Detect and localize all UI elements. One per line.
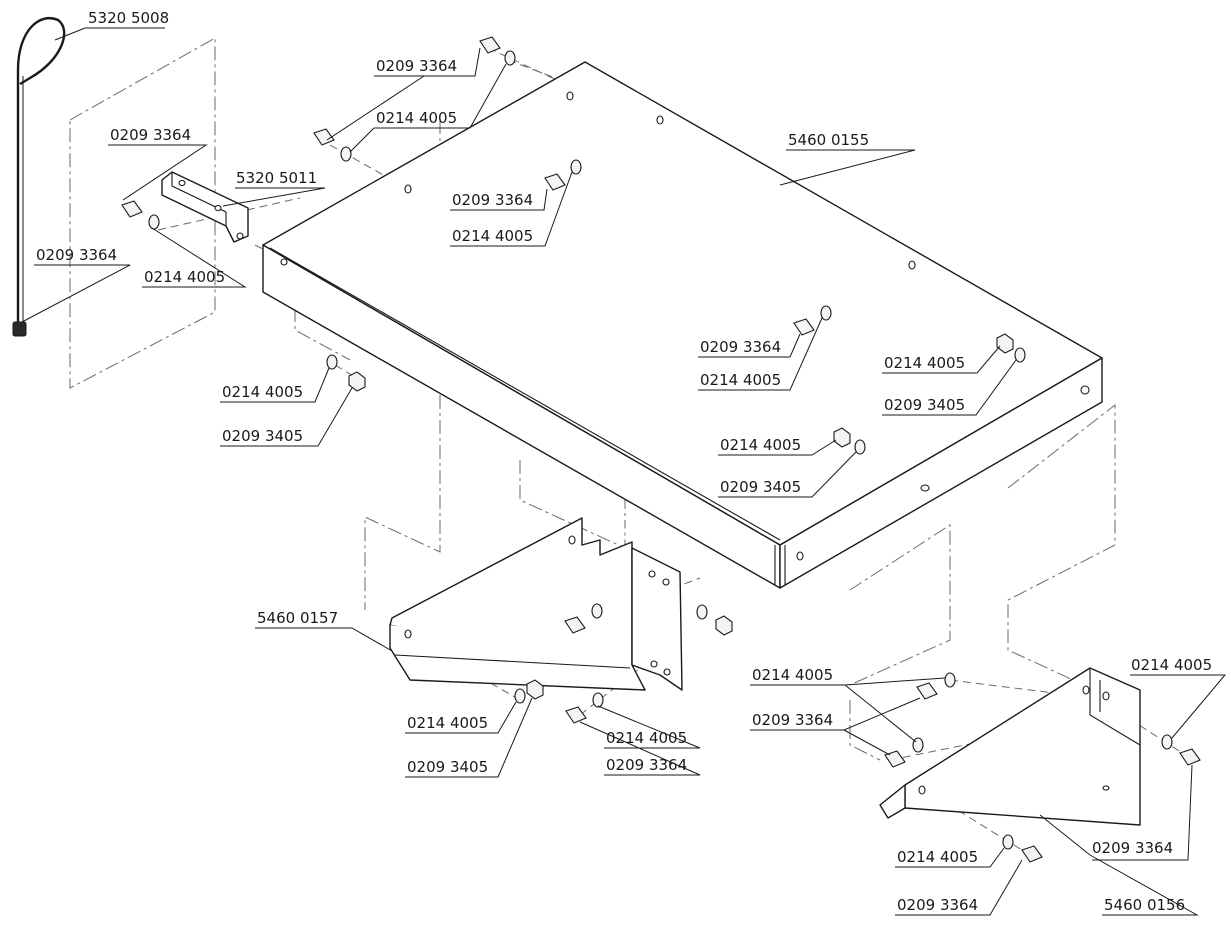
label-bolt: 0209 3364	[700, 338, 781, 356]
label-bolt: 0209 3364	[897, 896, 978, 914]
tray-part	[262, 61, 1103, 589]
label-right-support: 5460 0156	[1104, 896, 1185, 914]
label-bolt: 0209 3364	[1092, 839, 1173, 857]
bolt-fasteners	[121, 36, 1201, 863]
part-labels: 5320 5008 5320 5011 5460 0155 5460 0157 …	[36, 9, 1212, 914]
label-washer: 0214 4005	[222, 383, 303, 401]
label-washer: 0214 4005	[720, 436, 801, 454]
label-pin: 5320 5008	[88, 9, 169, 27]
label-nut: 0209 3405	[720, 478, 801, 496]
label-bolt: 0209 3364	[36, 246, 117, 264]
washer-fasteners	[148, 50, 1173, 850]
left-support-part	[389, 517, 683, 691]
label-nut: 0209 3405	[222, 427, 303, 445]
label-washer: 0214 4005	[884, 354, 965, 372]
leader-lines	[21, 27, 1227, 916]
label-washer: 0214 4005	[407, 714, 488, 732]
label-washer: 0214 4005	[452, 227, 533, 245]
label-tray: 5460 0155	[788, 131, 869, 149]
label-washer: 0214 4005	[700, 371, 781, 389]
label-bolt: 0209 3364	[110, 126, 191, 144]
label-bolt: 0209 3364	[376, 57, 457, 75]
label-washer: 0214 4005	[144, 268, 225, 286]
label-nut: 0209 3405	[884, 396, 965, 414]
label-washer: 0214 4005	[376, 109, 457, 127]
nut-fasteners	[348, 333, 1014, 700]
label-small-bracket: 5320 5011	[236, 169, 317, 187]
label-bolt: 0209 3364	[752, 711, 833, 729]
small-bracket-part	[161, 171, 249, 243]
label-nut: 0209 3405	[407, 758, 488, 776]
label-left-support: 5460 0157	[257, 609, 338, 627]
label-bolt: 0209 3364	[606, 756, 687, 774]
label-bolt: 0209 3364	[452, 191, 533, 209]
label-washer: 0214 4005	[1131, 656, 1212, 674]
right-support-part	[879, 667, 1141, 826]
pin-part	[12, 17, 66, 337]
label-washer: 0214 4005	[606, 729, 687, 747]
label-washer: 0214 4005	[897, 848, 978, 866]
label-washer: 0214 4005	[752, 666, 833, 684]
